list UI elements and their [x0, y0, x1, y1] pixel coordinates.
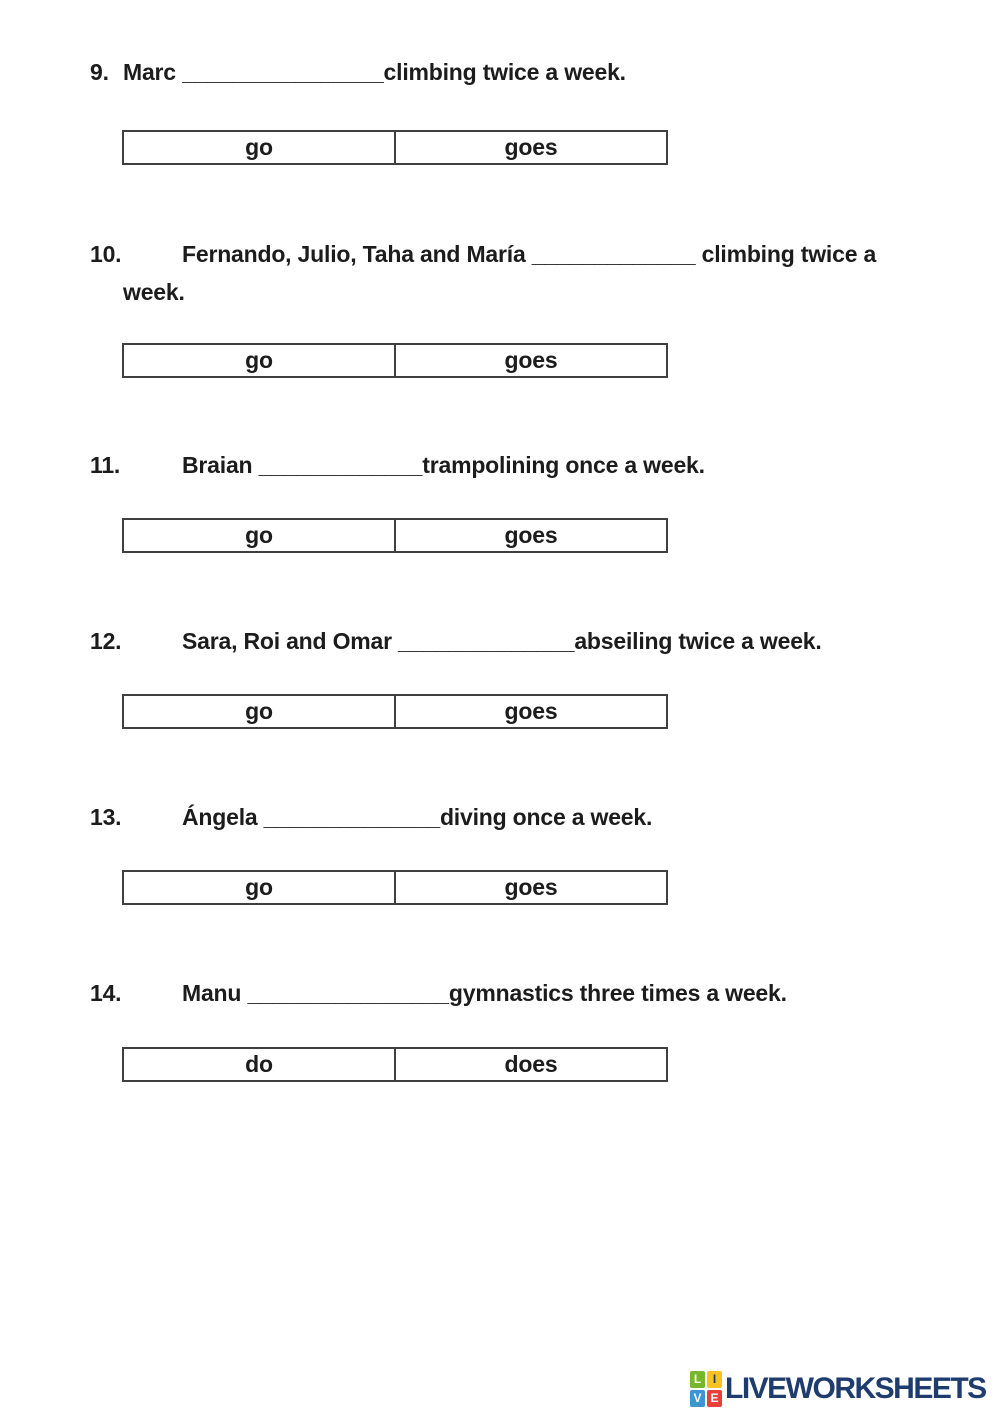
question-11-text: Braian _____________trampolining once a … — [182, 452, 705, 478]
question-12-number: 12. — [90, 628, 122, 654]
question-9: 9. Marc ________________climbing twice a … — [90, 58, 626, 86]
question-9-option-goes[interactable]: goes — [504, 134, 558, 160]
question-11-option-go[interactable]: go — [124, 520, 396, 551]
question-9-answer-table: go goes — [122, 130, 668, 165]
question-13-option-goes[interactable]: goes — [504, 874, 558, 900]
question-10-text-line2: week. — [123, 279, 185, 305]
question-10-answer-table: go goes — [122, 343, 668, 378]
question-10-text: Fernando, Julio, Taha and María ________… — [182, 241, 877, 267]
question-13-answer-table: go goes — [122, 870, 668, 905]
question-13-number: 13. — [90, 804, 122, 830]
question-13-text: Ángela ______________diving once a week. — [182, 804, 653, 830]
question-12-option-go[interactable]: go — [124, 696, 396, 727]
question-9-number: 9. — [90, 59, 109, 85]
liveworksheets-wordmark: LIVEWORKSHEETS — [725, 1372, 987, 1405]
question-11-answer-table: go goes — [122, 518, 668, 553]
question-14-text: Manu ________________gymnastics three ti… — [182, 980, 787, 1006]
question-9-option-go[interactable]: go — [124, 132, 396, 163]
logo-letter-i: I — [707, 1371, 722, 1388]
liveworksheets-footer[interactable]: L I V E LIVEWORKSHEETS — [690, 1370, 987, 1408]
question-11-option-goes[interactable]: goes — [504, 522, 558, 548]
question-10: 10. Fernando, Julio, Taha and María _____… — [90, 240, 876, 268]
question-12-answer-table: go goes — [122, 694, 668, 729]
question-12-text: Sara, Roi and Omar ______________abseili… — [182, 628, 822, 654]
question-13-option-go[interactable]: go — [124, 872, 396, 903]
question-11: 11. Braian _____________trampolining once… — [90, 451, 705, 479]
logo-letter-v: V — [690, 1390, 705, 1407]
question-14-option-does[interactable]: does — [504, 1051, 558, 1077]
question-14-number: 14. — [90, 980, 122, 1006]
question-12-option-goes[interactable]: goes — [504, 698, 558, 724]
question-10-option-goes[interactable]: goes — [504, 347, 558, 373]
liveworksheets-logo-icon: L I V E — [690, 1371, 722, 1407]
question-12: 12. Sara, Roi and Omar ______________abse… — [90, 627, 822, 655]
question-13: 13. Ángela ______________diving once a we… — [90, 803, 652, 831]
question-14-option-do[interactable]: do — [124, 1049, 396, 1080]
question-11-number: 11. — [90, 452, 121, 478]
question-10-number: 10. — [90, 241, 122, 267]
logo-letter-l: L — [690, 1371, 705, 1388]
question-9-text: Marc ________________climbing twice a we… — [123, 59, 626, 85]
question-10-option-go[interactable]: go — [124, 345, 396, 376]
logo-letter-e: E — [707, 1390, 722, 1407]
question-14: 14. Manu ________________gymnastics three… — [90, 979, 787, 1007]
question-14-answer-table: do does — [122, 1047, 668, 1082]
